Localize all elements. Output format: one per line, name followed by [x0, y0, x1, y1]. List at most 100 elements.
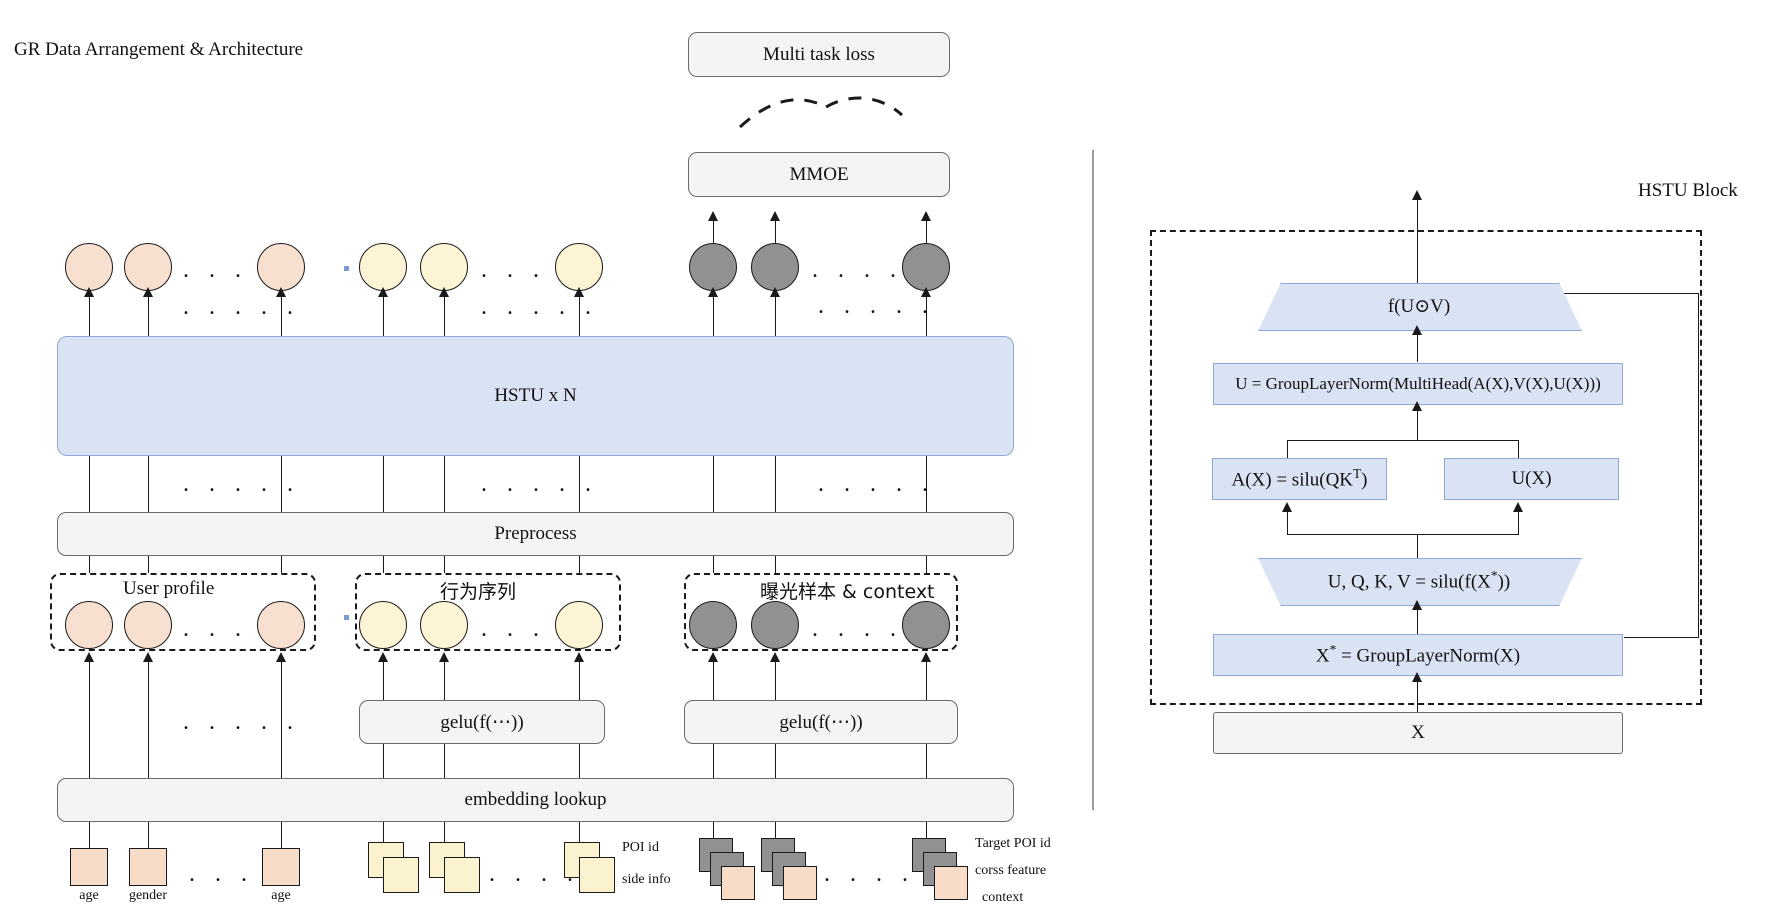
arrow-shaft	[281, 291, 282, 336]
feature-label-cross-feature: corss feature	[975, 863, 1047, 878]
connector-line	[579, 456, 580, 515]
group-box-exposure-context	[684, 573, 958, 651]
arrow-head	[574, 652, 584, 662]
arrow-head	[378, 652, 388, 662]
feature-label-age-2: age	[271, 888, 291, 903]
connector-line	[444, 556, 445, 573]
group-label-exposure-context: 曝光样本 & context	[760, 581, 935, 603]
connector-line	[926, 556, 927, 573]
arrow-shaft	[444, 660, 445, 700]
token-circle-exposure	[902, 601, 950, 649]
arrow-head	[1412, 190, 1422, 200]
group-layer-norm-label: U = GroupLayerNorm(MultiHead(A(X),V(X),U…	[1235, 374, 1601, 393]
arrow-head	[276, 287, 286, 297]
arrow-head	[439, 652, 449, 662]
arrow-head	[1412, 600, 1422, 610]
connector-line	[383, 556, 384, 573]
connector-line	[148, 456, 149, 515]
panel-divider	[1092, 150, 1094, 810]
ellipsis-dots: . . . . .	[183, 471, 300, 497]
connector-line	[713, 456, 714, 515]
ax-label: A(X) = silu(QKT)	[1231, 466, 1368, 491]
arrow-head	[574, 287, 584, 297]
token-circle-exposure	[751, 243, 799, 291]
connector-line	[89, 822, 90, 848]
arrow-shaft	[1417, 329, 1418, 362]
group-label-behavior-sequence: 行为序列	[440, 581, 517, 603]
arrow-shaft	[926, 219, 927, 249]
arrow-shaft	[775, 660, 776, 700]
arrow-head	[143, 652, 153, 662]
arrow-head	[84, 287, 94, 297]
connector-line	[713, 744, 714, 790]
feature-label-side-info: side info	[622, 872, 671, 887]
ux-node[interactable]: U(X)	[1444, 458, 1619, 500]
token-circle-user	[124, 601, 172, 649]
f-uv-label: f(U⊙V)	[1387, 295, 1451, 317]
connector-line	[926, 456, 927, 515]
connector-line	[281, 822, 282, 848]
trapezoid-shape	[1258, 558, 1582, 606]
connector-line	[444, 456, 445, 515]
arrow-head	[708, 211, 718, 221]
group-label-user-profile: User profile	[123, 578, 215, 599]
token-circle-user	[65, 601, 113, 649]
xstar-label: X* = GroupLayerNorm(X)	[1315, 642, 1521, 667]
feature-label-context: context	[982, 890, 1024, 905]
feature-square-context	[783, 866, 817, 900]
connector-line	[89, 556, 90, 573]
feature-square-side-info	[383, 857, 419, 893]
merge-branch-right	[1518, 440, 1519, 460]
connector-line	[89, 456, 90, 515]
feature-square-gender	[129, 848, 167, 886]
ellipsis-dots: . . . . .	[818, 471, 935, 497]
gelu-label-behavior: gelu(f(⋯))	[440, 711, 524, 733]
ellipsis-dots: . . . . .	[183, 709, 300, 735]
x-input-node[interactable]: X	[1213, 712, 1623, 754]
embedding-lookup-box[interactable]: embedding lookup	[57, 778, 1014, 822]
uqkv-node[interactable]: U, Q, K, V = silu(f(X*))	[1258, 558, 1582, 606]
ellipsis-dots: . . . . .	[183, 294, 300, 320]
connector-line	[281, 456, 282, 515]
arrow-head	[439, 287, 449, 297]
feature-square-age-2	[262, 848, 300, 886]
residual-right-line	[1698, 293, 1699, 638]
ellipsis-dots: . . . . .	[481, 471, 598, 497]
feature-label-poi-id: POI id	[622, 840, 659, 855]
multi-task-loss-box[interactable]: Multi task loss	[688, 32, 950, 77]
preprocess-box[interactable]: Preprocess	[57, 512, 1014, 556]
arrow-shaft	[713, 291, 714, 336]
mmoe-box[interactable]: MMOE	[688, 152, 950, 197]
gelu-box-exposure[interactable]: gelu(f(⋯))	[684, 700, 958, 744]
arrow-head	[770, 652, 780, 662]
arrow-head	[84, 652, 94, 662]
ellipsis-dots: . . . . .	[481, 294, 598, 320]
dashed-connector	[738, 96, 904, 129]
connector-line	[775, 556, 776, 573]
ax-node[interactable]: A(X) = silu(QKT)	[1212, 458, 1387, 500]
connector-line	[926, 744, 927, 790]
connector-line	[444, 744, 445, 790]
arrow-head	[770, 287, 780, 297]
token-circle-exposure	[689, 601, 737, 649]
hstu-block-dashed-container	[1150, 230, 1702, 705]
group-layer-norm-node[interactable]: U = GroupLayerNorm(MultiHead(A(X),V(X),U…	[1213, 363, 1623, 405]
arrow-shaft	[281, 660, 282, 790]
token-circle-exposure	[689, 243, 737, 291]
separator-marker	[344, 615, 349, 620]
arrow-head	[1282, 502, 1292, 512]
token-circle-exposure	[751, 601, 799, 649]
split-branch-right	[1518, 510, 1519, 534]
connector-line	[713, 822, 714, 840]
xstar-node[interactable]: X* = GroupLayerNorm(X)	[1213, 634, 1623, 676]
arrow-shaft	[383, 291, 384, 336]
hstu-block-box[interactable]: HSTU x N	[57, 336, 1014, 456]
gelu-label-exposure: gelu(f(⋯))	[779, 711, 863, 733]
gelu-box-behavior[interactable]: gelu(f(⋯))	[359, 700, 605, 744]
f-uv-node[interactable]: f(U⊙V)	[1258, 283, 1582, 331]
arrow-shaft	[775, 291, 776, 336]
arrow-shaft	[926, 660, 927, 700]
connector-line	[579, 822, 580, 842]
token-circle-behavior	[420, 243, 468, 291]
preprocess-label: Preprocess	[494, 523, 577, 544]
